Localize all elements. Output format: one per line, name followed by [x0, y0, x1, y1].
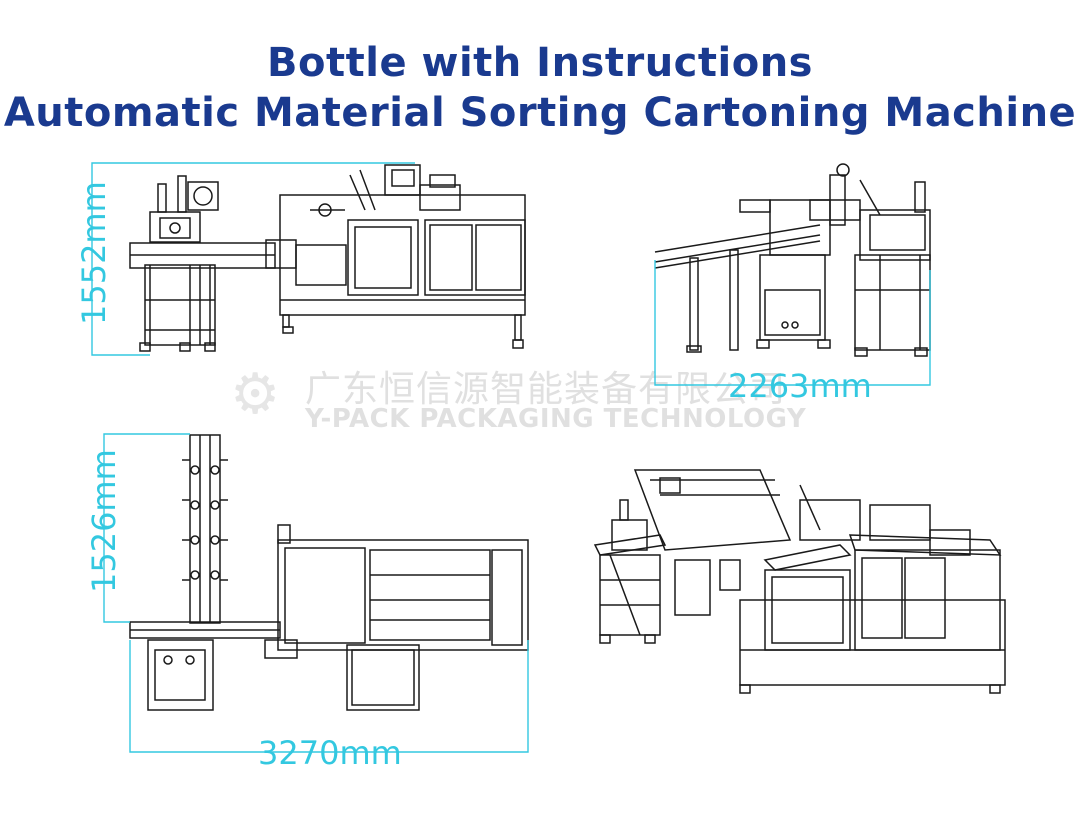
top-depth-line — [103, 433, 190, 623]
watermark-en: Y-PACK PACKAGING TECHNOLOGY — [305, 404, 807, 434]
side-view — [654, 163, 931, 357]
top-length-label: 3270mm — [258, 734, 402, 772]
front-view — [129, 164, 526, 352]
title-line-1: Bottle with Instructions — [267, 40, 813, 86]
top-length-line — [129, 640, 529, 753]
top-depth-label: 1526mm — [85, 449, 123, 593]
top-view — [129, 434, 529, 711]
front-height-label: 1552mm — [75, 181, 113, 325]
isometric-view — [593, 469, 1006, 694]
title-line-2: Automatic Material Sorting Cartoning Mac… — [3, 90, 1077, 136]
side-width-line — [654, 260, 931, 386]
side-width-label: 2263mm — [728, 367, 872, 405]
front-height-line — [91, 162, 415, 356]
watermark-logo-icon: ⚙ — [230, 362, 281, 427]
watermark-cn: 广东恒信源智能装备有限公司 — [305, 369, 787, 410]
